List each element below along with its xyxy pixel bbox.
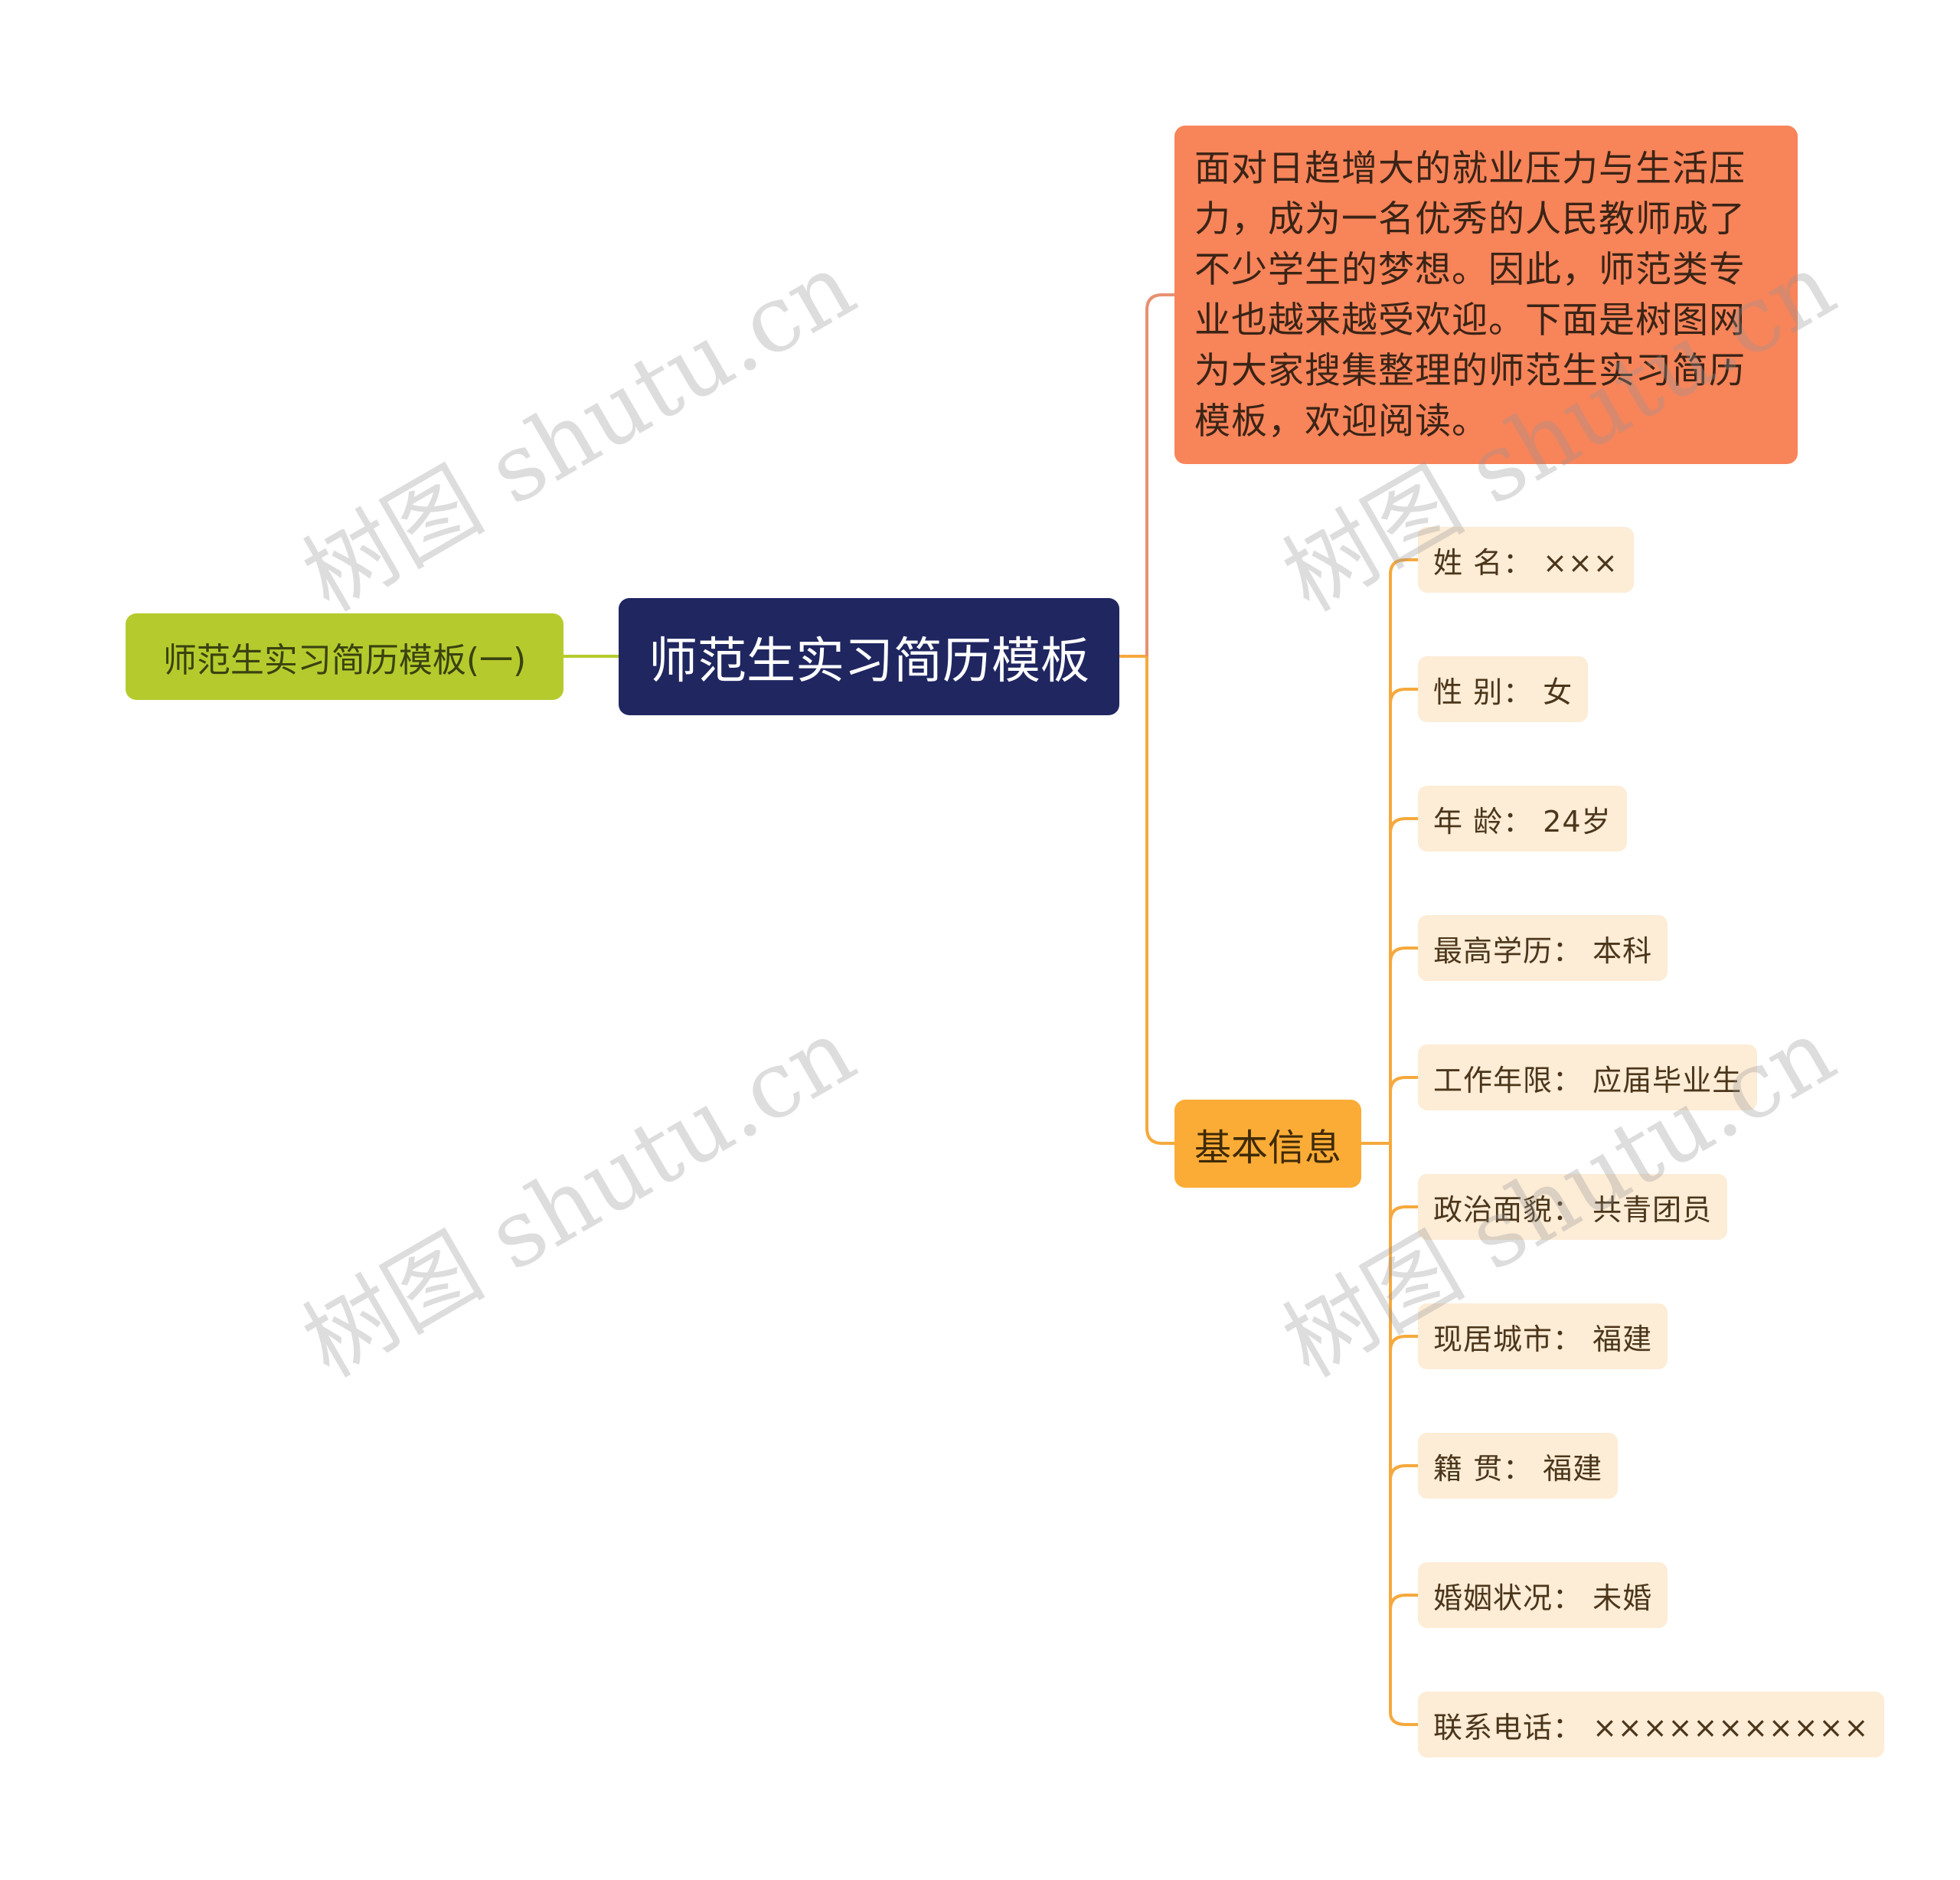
intro-line: 不少学生的梦想。因此，师范类专 (1194, 249, 1746, 291)
leaf-label: 联系电话： ××××××××××× (1433, 1710, 1870, 1744)
leaf-hometown[interactable]: 籍 贯： 福建 (1418, 1433, 1619, 1499)
leaf-label: 工作年限： 应届毕业生 (1433, 1063, 1743, 1097)
connector-basic (1145, 656, 1174, 1145)
intro-line: 模板，欢迎阅读。 (1194, 401, 1488, 443)
connector-leaf-2 (1389, 688, 1418, 705)
leaf-marital-status[interactable]: 婚姻状况： 未婚 (1418, 1562, 1668, 1628)
leaf-name[interactable]: 姓 名： ××× (1418, 527, 1634, 593)
basic-info-node[interactable]: 基本信息 (1174, 1100, 1361, 1188)
intro-line: 业也越来越受欢迎。下面是树图网 (1194, 299, 1746, 342)
connector-intro (1145, 293, 1174, 656)
connector-leaf-9 (1389, 1594, 1418, 1610)
left-branch-node[interactable]: 师范生实习简历模板(一) (126, 613, 564, 700)
intro-line: 面对日趋增大的就业压力与生活压 (1194, 148, 1746, 190)
connector-leaf-4 (1389, 947, 1418, 963)
leaf-label: 最高学历： 本科 (1433, 933, 1653, 968)
connector-leaf-10 (1389, 1712, 1418, 1726)
leaf-label: 姓 名： ××× (1433, 545, 1619, 580)
left-branch-label: 师范生实习简历模板(一) (162, 640, 527, 680)
leaf-political-status[interactable]: 政治面貌： 共青团员 (1418, 1174, 1728, 1240)
leaf-label: 现居城市： 福建 (1433, 1322, 1653, 1356)
leaf-label: 籍 贯： 福建 (1433, 1451, 1603, 1486)
leaf-label: 政治面貌： 共青团员 (1433, 1192, 1713, 1227)
leaf-label: 婚姻状况： 未婚 (1433, 1581, 1653, 1615)
leaf-current-city[interactable]: 现居城市： 福建 (1418, 1303, 1668, 1369)
intro-text: 面对日趋增大的就业压力与生活压 力，成为一名优秀的人民教师成了 不少学生的梦想。… (1194, 144, 1746, 447)
connector-leaf-5 (1389, 1076, 1418, 1093)
leaf-gender[interactable]: 性 别： 女 (1418, 656, 1589, 722)
leaf-work-years[interactable]: 工作年限： 应届毕业生 (1418, 1045, 1758, 1110)
leaf-label: 年 龄： 24岁 (1433, 804, 1612, 839)
intro-line: 为大家搜集整理的师范生实习简历 (1194, 350, 1746, 392)
connector-leaf-1 (1389, 558, 1418, 575)
root-node-label: 师范生实习简历模板 (648, 633, 1089, 690)
intro-line: 力，成为一名优秀的人民教师成了 (1194, 198, 1746, 240)
leaf-age[interactable]: 年 龄： 24岁 (1418, 786, 1627, 852)
connector-leaf-7 (1389, 1335, 1418, 1352)
connector-leaf-8 (1389, 1464, 1418, 1481)
leaf-phone[interactable]: 联系电话： ××××××××××× (1418, 1692, 1885, 1757)
root-node[interactable]: 师范生实习简历模板 (619, 598, 1119, 715)
connector-leaf-3 (1389, 817, 1418, 834)
basic-info-label: 基本信息 (1194, 1126, 1341, 1169)
intro-node[interactable]: 面对日趋增大的就业压力与生活压 力，成为一名优秀的人民教师成了 不少学生的梦想。… (1174, 126, 1798, 464)
leaf-label: 性 别： 女 (1433, 675, 1573, 709)
connector-leaf-6 (1389, 1205, 1418, 1222)
leaf-education[interactable]: 最高学历： 本科 (1418, 915, 1668, 981)
